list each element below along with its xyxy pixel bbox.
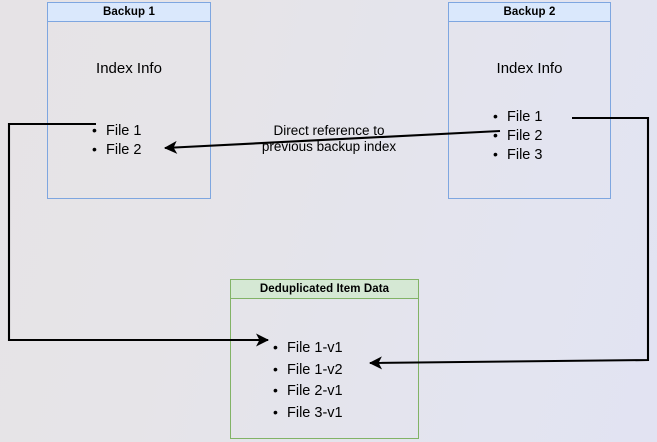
backup-1-index-label: Index Info — [96, 60, 162, 77]
backup-1-box[interactable]: Backup 1 Index Info File 1 File 2 — [47, 2, 211, 199]
direct-reference-caption: Direct reference to previous backup inde… — [247, 123, 411, 155]
dedup-header: Deduplicated Item Data — [230, 279, 419, 299]
backup-1-file-list: File 1 File 2 — [92, 121, 141, 160]
dedup-file-list: File 1-v1 File 1-v2 File 2-v1 File 3-v1 — [273, 337, 343, 425]
caption-line-2: previous backup index — [261, 139, 397, 154]
deduplicated-item-data-box[interactable]: Deduplicated Item Data File 1-v1 File 1-… — [230, 279, 419, 439]
backup-2-file-list: File 1 File 2 File 3 — [493, 107, 542, 165]
dedup-body: File 1-v1 File 1-v2 File 2-v1 File 3-v1 — [230, 299, 419, 439]
caption-line-1: Direct reference to — [273, 123, 385, 138]
list-item: File 1-v2 — [273, 359, 343, 382]
list-item: File 2 — [493, 126, 542, 146]
backup-1-header: Backup 1 — [47, 2, 211, 22]
backup-1-body: Index Info File 1 File 2 — [47, 22, 211, 199]
backup-2-box[interactable]: Backup 2 Index Info File 1 File 2 File 3 — [448, 2, 611, 199]
list-item: File 1-v1 — [273, 337, 343, 360]
backup-2-body: Index Info File 1 File 2 File 3 — [448, 22, 611, 199]
list-item: File 1 — [493, 107, 542, 127]
backup-2-header: Backup 2 — [448, 2, 611, 22]
list-item: File 2-v1 — [273, 380, 343, 403]
backup-2-index-label: Index Info — [496, 60, 563, 77]
list-item: File 3-v1 — [273, 402, 343, 425]
list-item: File 1 — [92, 121, 141, 141]
list-item: File 3 — [493, 145, 542, 165]
list-item: File 2 — [92, 140, 141, 160]
